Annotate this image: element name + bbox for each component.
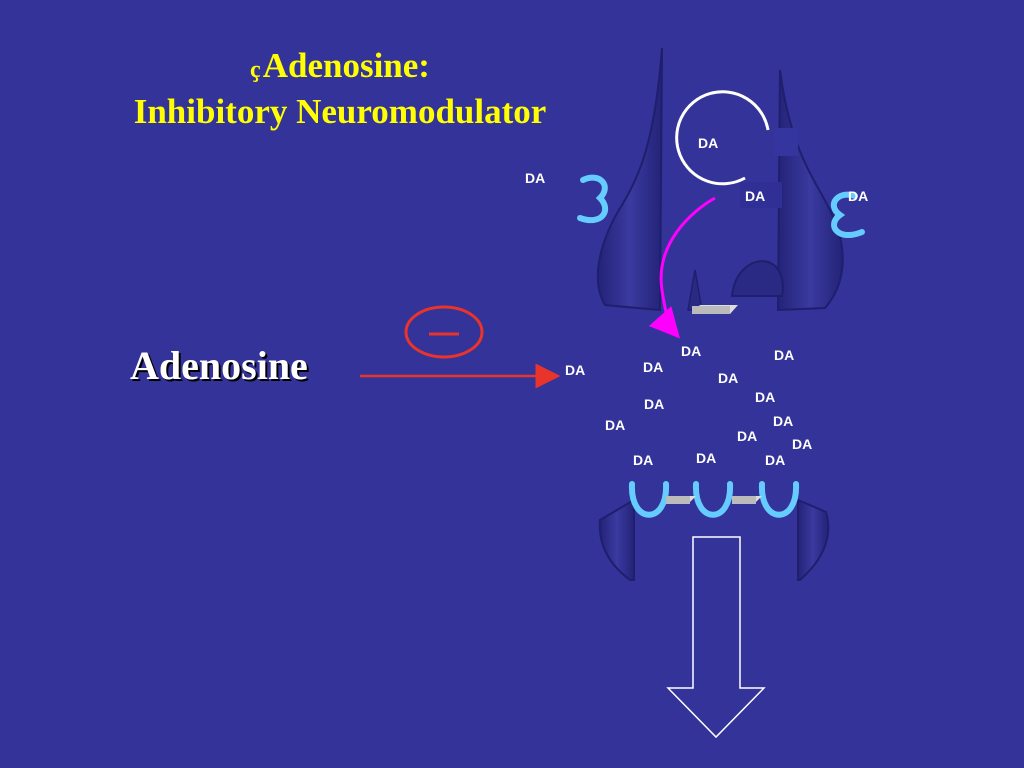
da-label: DA	[644, 396, 664, 412]
da-label: DA	[681, 343, 701, 359]
da-label: DA	[792, 436, 812, 452]
postsynaptic-left	[598, 498, 635, 581]
transporter-side	[740, 182, 782, 208]
postsynaptic-channel-blocks	[666, 496, 762, 504]
vesicle-icon	[675, 90, 770, 186]
minus-circle-icon	[404, 305, 484, 359]
presynaptic-left-half	[596, 47, 663, 312]
dopamine-labels: DA DA DA DA DA DA DA DA DA DA DA DA DA D…	[525, 135, 868, 468]
receptor-icon	[628, 481, 670, 518]
da-label: DA	[696, 450, 716, 466]
postsynaptic-right	[797, 498, 830, 581]
da-label: DA	[848, 188, 868, 204]
channel-block	[692, 305, 738, 314]
da-label: DA	[737, 428, 757, 444]
da-label: DA	[773, 413, 793, 429]
presynaptic-right-half	[776, 69, 844, 312]
release-arrow	[648, 196, 716, 339]
da-label: DA	[745, 188, 765, 204]
presynaptic-neuron	[596, 47, 844, 312]
da-label: DA	[698, 135, 718, 151]
adenosine-label: Adenosine	[130, 343, 308, 388]
output-arrow	[666, 536, 766, 739]
title-bullet: ҫ	[250, 57, 261, 83]
da-label: DA	[643, 359, 663, 375]
da-label: DA	[774, 347, 794, 363]
da-label: DA	[765, 452, 785, 468]
da-label: DA	[718, 370, 738, 386]
da-label: DA	[565, 362, 585, 378]
da-label: DA	[605, 417, 625, 433]
presynaptic-inner-bump	[730, 260, 784, 297]
inhibition-symbol: —	[429, 316, 459, 349]
title-text-1: Adenosine:	[262, 46, 430, 85]
postsynaptic-neuron	[598, 498, 830, 581]
receptor-icon	[692, 481, 734, 518]
da-label: DA	[633, 452, 653, 468]
receptor-icon	[577, 174, 609, 223]
receptor-icon	[831, 191, 865, 239]
da-label: DA	[755, 389, 775, 405]
slide-title-line-2: Inhibitory Neuromodulator	[133, 92, 547, 131]
da-label: DA	[525, 170, 545, 186]
receptor-icon	[758, 481, 800, 518]
presynaptic-spike	[687, 269, 703, 311]
slide-title-line-1: ҫAdenosine:	[60, 44, 620, 92]
transporter-top	[774, 128, 798, 156]
